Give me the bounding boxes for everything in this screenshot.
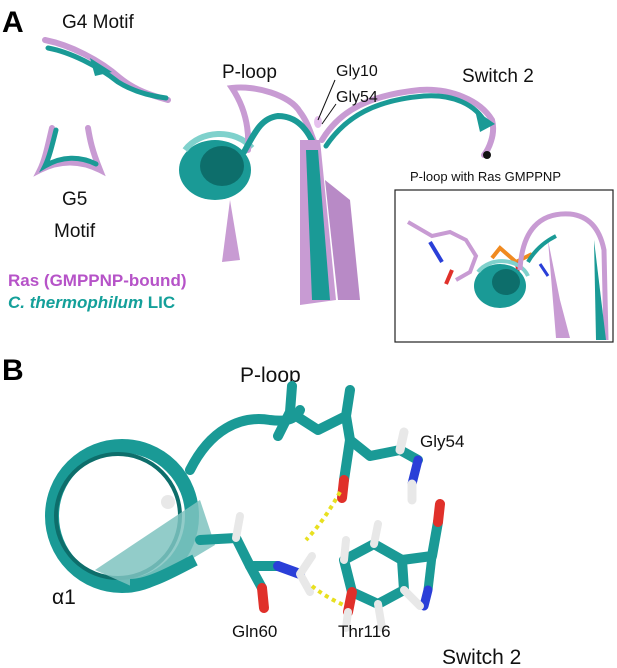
- inset-p-loop-gmppnp: P-loop with Ras GMPPNP: [394, 169, 614, 343]
- gly54-label-b: Gly54: [420, 432, 464, 451]
- gln60-label: Gln60: [232, 622, 277, 641]
- panel-b-letter: B: [2, 354, 24, 387]
- gly10-label: Gly10: [336, 63, 378, 80]
- p-loop-label-b: P-loop: [240, 364, 301, 387]
- switch2-label-a: Switch 2: [462, 66, 534, 87]
- thr116-label: Thr116: [338, 622, 391, 641]
- g5-motif-label-line2: Motif: [54, 221, 96, 242]
- legend-lic: C. thermophilum LIC: [8, 293, 175, 312]
- thr116-stick-model: [339, 499, 445, 632]
- panel-a-letter: A: [2, 6, 24, 39]
- hydrogen-bond-gly54-gln60: [304, 491, 342, 542]
- gly54-pointer: [321, 103, 337, 125]
- g4-motif-label: G4 Motif: [62, 12, 135, 33]
- g4-motif-ribbon: [42, 37, 171, 103]
- g5-motif-ribbon: [33, 125, 106, 177]
- legend-lic-italic: C. thermophilum: [8, 293, 143, 312]
- panel-b: B P-loop Gly54: [2, 354, 521, 668]
- panel-a: A G4 Motif G5 Motif: [2, 6, 614, 343]
- g5-motif-label-line1: G5: [62, 189, 87, 210]
- inset-title: P-loop with Ras GMPPNP: [410, 169, 561, 184]
- p-loop-stick-model: [273, 381, 423, 505]
- legend-lic-rest: LIC: [143, 293, 175, 312]
- p-loop-label: P-loop: [222, 62, 277, 83]
- gly54-label: Gly54: [336, 89, 378, 106]
- alpha1-label: α1: [52, 586, 76, 609]
- alpha1-helix-ribbon: [45, 405, 305, 593]
- gln60-stick-model: [195, 512, 316, 613]
- legend-ras: Ras (GMPPNP-bound): [8, 271, 187, 290]
- gly10-pointer: [317, 79, 336, 121]
- hydrogen-bond-gln60-thr116: [310, 584, 347, 608]
- p-loop-ribbon-structure: [179, 84, 496, 305]
- switch2-label-b: Switch 2: [442, 646, 521, 668]
